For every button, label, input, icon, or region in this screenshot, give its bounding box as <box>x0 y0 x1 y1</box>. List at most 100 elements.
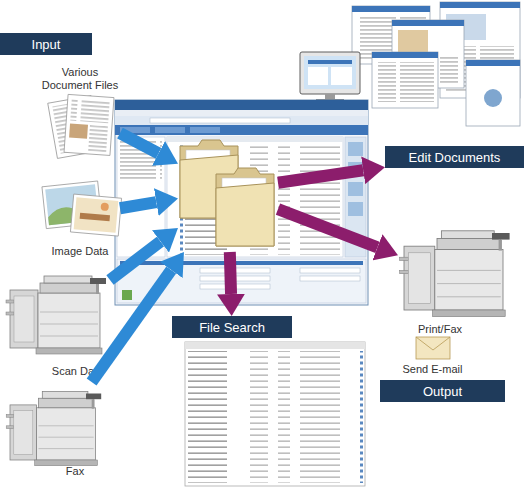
illustration-part <box>120 140 162 180</box>
flow-arrow <box>120 133 159 153</box>
illustration-part <box>64 94 114 155</box>
illustration-part <box>64 94 114 155</box>
illustration-part <box>167 137 343 257</box>
illustration-part <box>115 110 368 116</box>
scanner-copier <box>6 276 106 354</box>
node-caption: Various Document Files <box>40 66 120 92</box>
illustration-part <box>70 194 121 236</box>
input-source: Image Data <box>40 172 120 258</box>
illustration-part <box>308 67 328 85</box>
envelope-icon <box>416 337 450 359</box>
illustration-part <box>80 213 110 222</box>
node-caption: Send E-mail <box>403 363 463 376</box>
illustration-part <box>300 268 360 273</box>
illustration-part <box>345 137 366 257</box>
illustration-part <box>117 259 366 303</box>
illustration-part <box>155 127 185 133</box>
input-source: Scan Data <box>5 262 110 378</box>
illustration-part <box>120 127 150 133</box>
folder-back <box>216 168 274 246</box>
illustration-part <box>69 124 88 139</box>
band-title: Edit Documents <box>409 150 501 165</box>
illustration-part <box>115 125 368 135</box>
document-files <box>48 94 114 158</box>
input-source: Fax <box>5 382 110 478</box>
photo-images <box>42 181 122 236</box>
node-caption: Scan Data <box>52 365 103 378</box>
illustration-part <box>398 30 428 52</box>
input-source: Various Document Files <box>40 62 120 162</box>
output-target: Print/Fax <box>398 222 522 336</box>
illustration-part <box>100 202 109 211</box>
output-target: Send E-mail <box>395 334 470 376</box>
search-result-list <box>185 342 365 486</box>
folder-icon <box>216 168 274 246</box>
folder-front <box>216 183 274 246</box>
illustration-part <box>348 182 363 196</box>
flow-arrow <box>120 202 156 208</box>
node-caption: Fax <box>66 465 84 478</box>
illustration-part <box>117 137 165 257</box>
section-band: File Search <box>172 316 292 338</box>
section-band: Input <box>0 33 92 55</box>
illustration-part <box>300 276 360 281</box>
illustration-part <box>372 52 438 58</box>
illustration-part <box>122 290 132 300</box>
illustration-part <box>300 52 360 94</box>
illustration-part <box>185 342 365 486</box>
illustration-part <box>115 116 368 125</box>
illustration-part <box>331 67 352 85</box>
section-band: Edit Documents <box>385 146 524 168</box>
illustration-part <box>484 89 502 107</box>
illustration-part <box>416 337 450 359</box>
flow-arrow <box>278 209 377 247</box>
illustration-part <box>200 268 270 273</box>
illustration-part <box>120 261 363 265</box>
illustration-part <box>169 143 341 255</box>
application-window <box>115 100 368 305</box>
flow-arrow <box>230 252 231 294</box>
illustration-part <box>416 337 450 350</box>
illustration-part <box>348 142 363 156</box>
illustration-part <box>200 284 270 289</box>
illustration-part <box>115 100 368 110</box>
illustration-part <box>74 197 119 233</box>
illustration-part <box>150 118 290 123</box>
illustration-part <box>308 60 352 64</box>
folder-icons <box>178 128 278 252</box>
illustration-part <box>378 62 434 102</box>
illustration-part <box>466 60 520 66</box>
flow-arrow <box>110 241 161 280</box>
band-title: Output <box>423 384 462 399</box>
illustration-part <box>200 276 270 281</box>
fax-copier <box>6 392 101 466</box>
node-caption: Image Data <box>52 245 109 258</box>
document-screens <box>352 2 520 126</box>
illustration-part <box>88 125 108 152</box>
illustration-part <box>190 127 220 133</box>
illustration-part <box>352 6 430 12</box>
illustration-part <box>304 56 356 89</box>
illustration-part <box>70 99 109 124</box>
illustration-part <box>115 100 368 305</box>
band-title: Input <box>32 37 61 52</box>
illustration-part <box>440 2 520 8</box>
section-band: Output <box>380 380 505 402</box>
illustration-part <box>185 342 365 349</box>
illustration-part <box>372 52 438 108</box>
illustration-part <box>70 194 121 236</box>
illustration-part <box>188 351 363 483</box>
flow-arrow <box>278 170 363 182</box>
illustration-part <box>392 20 464 26</box>
illustration-part <box>466 60 520 126</box>
printer-machine <box>400 231 510 317</box>
band-title: File Search <box>199 320 265 335</box>
folder-hub <box>178 128 278 252</box>
computer-monitor <box>300 52 360 102</box>
node-caption: Print/Fax <box>418 323 462 336</box>
illustration-part <box>348 162 363 176</box>
illustration-part <box>348 202 363 216</box>
illustration-part <box>167 137 343 142</box>
